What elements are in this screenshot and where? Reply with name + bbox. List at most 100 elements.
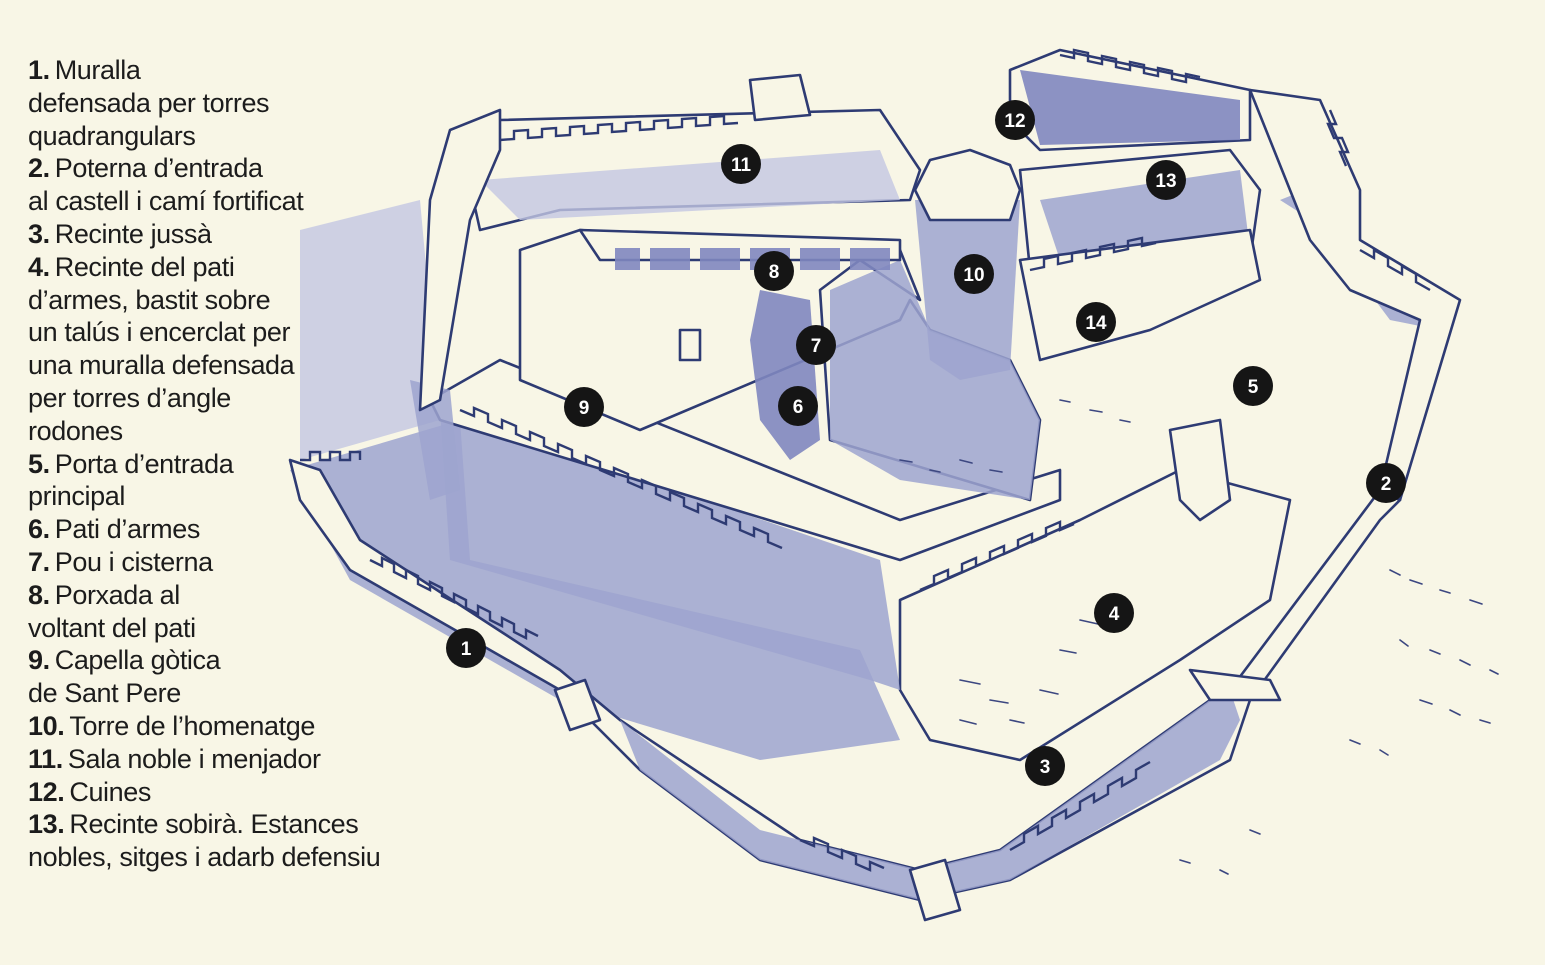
legend-number: 4. xyxy=(28,251,50,282)
marker-circle xyxy=(1025,746,1065,786)
left-corner-tower xyxy=(418,108,502,412)
legend-text: Poterna d’entrada xyxy=(54,153,263,184)
legend-line: 5.Porta d’entrada xyxy=(28,448,408,481)
legend-line: 2.Poterna d’entrada xyxy=(28,152,408,185)
legend-text: Sala noble i menjador xyxy=(67,743,321,774)
front-wall-face xyxy=(440,410,900,690)
noble-hall-face xyxy=(480,150,900,220)
crenel-front-wall xyxy=(459,406,783,550)
legend-text: de Sant Pere xyxy=(28,678,181,709)
legend-text: Torre de l’homenatge xyxy=(69,710,315,741)
legend-number: 7. xyxy=(28,546,50,577)
terrain-hatching xyxy=(1179,569,1499,875)
kitchens-roof xyxy=(1020,70,1240,145)
talus-texture xyxy=(959,619,1099,725)
crenel-outer-lower xyxy=(369,556,539,640)
marker-label: 3 xyxy=(1040,757,1051,778)
marker-circle xyxy=(564,387,604,427)
marker-circle xyxy=(446,628,486,668)
legend-text: nobles, sitges i adarb defensiu xyxy=(28,842,381,873)
legend-line: 9.Capella gòtica xyxy=(28,644,408,677)
legend-text: defensada per torres xyxy=(28,87,270,118)
marker-label: 14 xyxy=(1085,313,1107,334)
legend-line: 7.Pou i cisterna xyxy=(28,546,408,579)
legend-line: 1.Muralla xyxy=(28,54,408,87)
legend-number: 12. xyxy=(28,776,65,807)
courtyard-shadow xyxy=(830,260,1040,500)
legend-number: 6. xyxy=(28,514,50,545)
lower-wall-inner-shade xyxy=(620,690,1240,900)
right-wall xyxy=(1248,88,1462,502)
legend-number: 2. xyxy=(28,153,50,184)
well xyxy=(678,328,702,362)
legend-number: 3. xyxy=(28,218,50,249)
marker-label: 7 xyxy=(811,336,822,357)
marker-8: 8 xyxy=(754,251,794,291)
legend-line: defensada per torres xyxy=(28,87,408,120)
marker-label: 2 xyxy=(1381,474,1392,495)
marker-circle xyxy=(754,251,794,291)
legend-number: 10. xyxy=(28,710,65,741)
legend-text: quadrangulars xyxy=(28,120,196,151)
marker-circle xyxy=(796,325,836,365)
marker-label: 5 xyxy=(1248,377,1259,398)
legend-line: 13.Recinte sobirà. Estances xyxy=(28,808,408,841)
legend-number: 9. xyxy=(28,645,50,676)
legend-line: 6.Pati d’armes xyxy=(28,513,408,546)
marker-circle xyxy=(1146,160,1186,200)
marker-circle xyxy=(778,386,818,426)
legend-line: voltant del pati xyxy=(28,612,408,645)
legend-text: al castell i camí fortificat xyxy=(28,186,304,217)
legend-line: 12.Cuines xyxy=(28,776,408,809)
legend-text: Pati d’armes xyxy=(54,514,201,545)
legend-item-11: 11.Sala noble i menjador xyxy=(28,743,408,776)
marker-label: 12 xyxy=(1004,111,1025,132)
marker-5: 5 xyxy=(1233,366,1273,406)
marker-label: 1 xyxy=(461,639,472,660)
legend-line: per torres d’angle xyxy=(28,382,408,415)
legend-text: Recinte sobirà. Estances xyxy=(69,809,359,840)
legend-text: per torres d’angle xyxy=(28,382,231,413)
legend-number: 13. xyxy=(28,809,65,840)
legend-line: 11.Sala noble i menjador xyxy=(28,743,408,776)
legend-line: 10.Torre de l’homenatge xyxy=(28,710,408,743)
marker-label: 9 xyxy=(579,398,590,419)
legend-number: 8. xyxy=(28,579,50,610)
crenel-outer-right xyxy=(1009,760,1151,852)
legend-number: 1. xyxy=(28,55,50,85)
legend-text: voltant del pati xyxy=(28,612,196,643)
courtyard-texture xyxy=(899,399,1131,473)
outer-square-tower-1 xyxy=(553,678,602,732)
marker-circle xyxy=(1366,463,1406,503)
legend-text: Porxada al xyxy=(54,579,180,610)
crenel-upper xyxy=(1029,236,1157,272)
marker-11: 11 xyxy=(721,144,761,184)
outer-square-tower-3 xyxy=(1188,668,1282,702)
marker-2: 2 xyxy=(1366,463,1406,503)
marker-9: 9 xyxy=(564,387,604,427)
marker-7: 7 xyxy=(796,325,836,365)
outer-square-tower-2 xyxy=(908,858,962,922)
crenel-kitchens xyxy=(1059,48,1201,84)
legend-line: nobles, sitges i adarb defensiu xyxy=(28,841,408,874)
legend-text: Capella gòtica xyxy=(54,645,221,676)
marker-4: 4 xyxy=(1094,593,1134,633)
ground-shading xyxy=(300,200,440,460)
marker-label: 8 xyxy=(769,262,780,283)
legend-line: rodones xyxy=(28,415,408,448)
crenel-hall xyxy=(499,114,739,142)
marker-label: 4 xyxy=(1109,604,1120,625)
well-shadow xyxy=(750,290,820,460)
legend-text: Muralla xyxy=(54,55,141,85)
legend-item-7: 7.Pou i cisterna xyxy=(28,546,408,579)
legend-item-6: 6.Pati d’armes xyxy=(28,513,408,546)
